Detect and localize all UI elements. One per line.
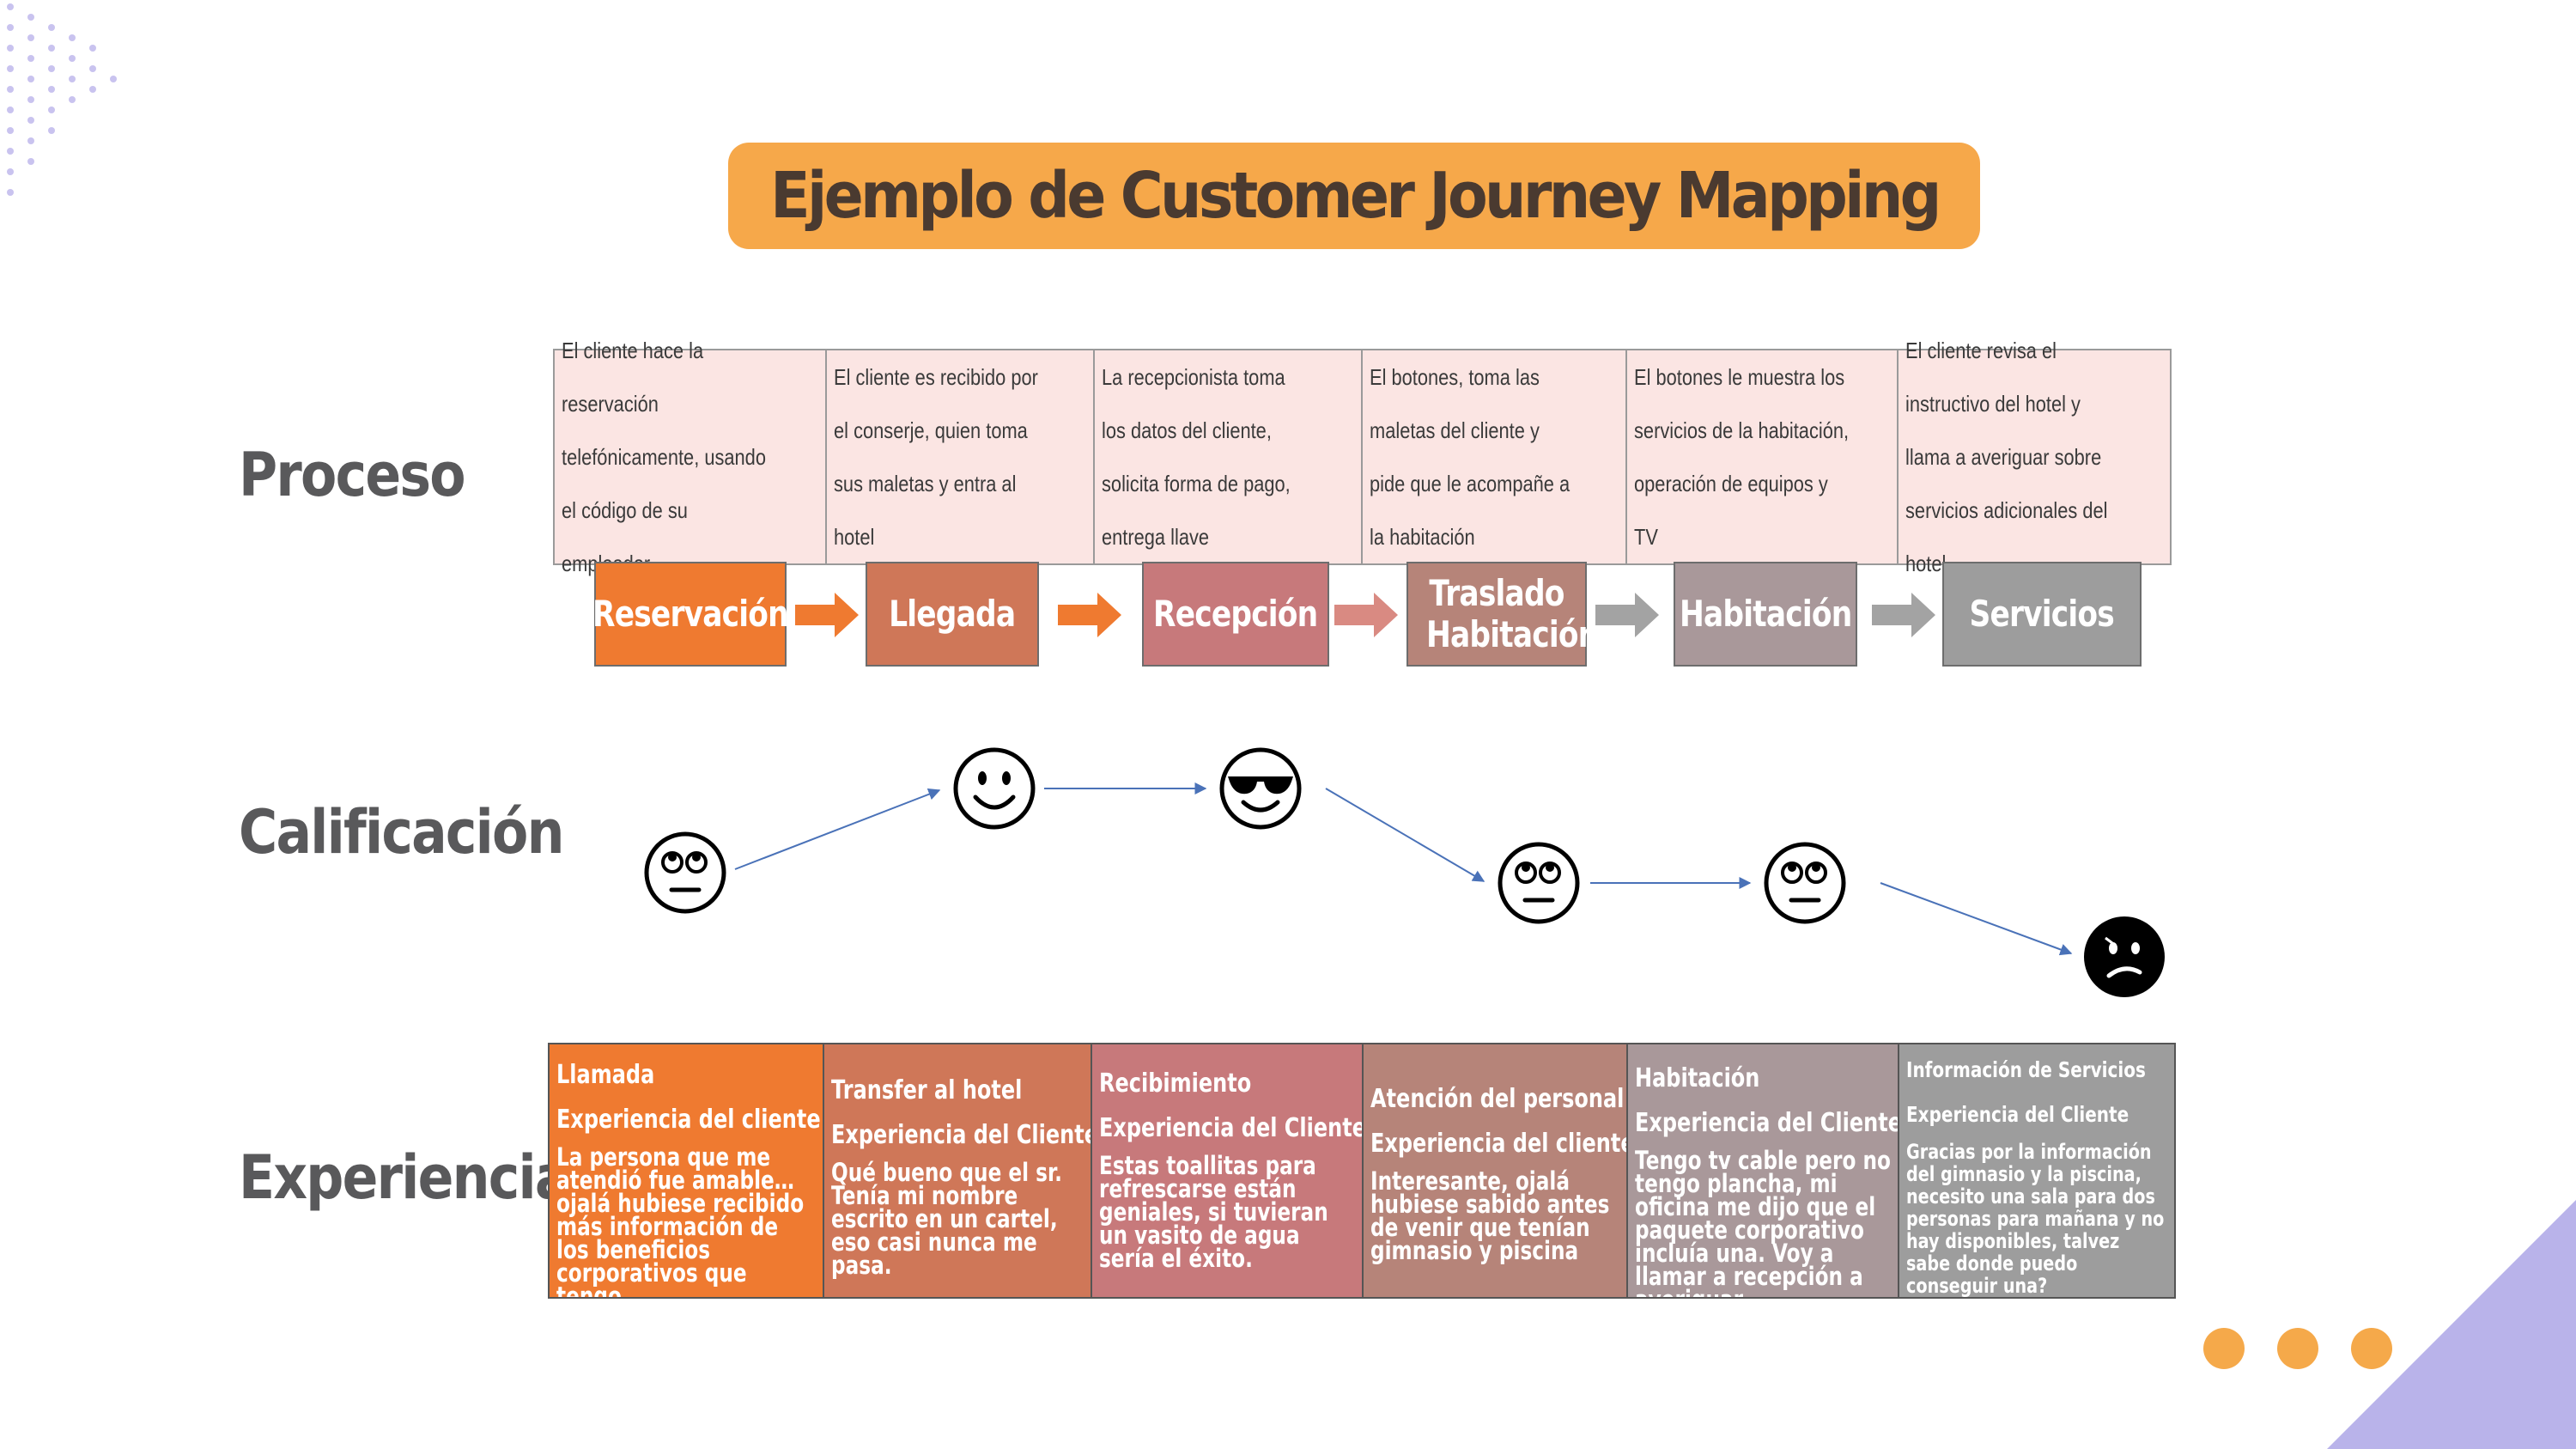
process-description-4: El botones, toma las maletas del cliente…: [1361, 349, 1627, 565]
rating-connector: [1325, 788, 1485, 882]
experience-quote: La persona que me atendió fue amable…oja…: [556, 1142, 805, 1299]
right-arrow-icon: [1334, 593, 1398, 637]
stage-servicios: Servicios: [1942, 562, 2142, 667]
right-arrow-icon: [1872, 593, 1935, 637]
stage-traslado-habitacion: Traslado Habitación: [1406, 562, 1599, 667]
eye-roll-face-icon: [1498, 842, 1580, 924]
experience-heading: Habitación: [1635, 1063, 1760, 1093]
experience-quote: Gracias por la información del gimnasio …: [1906, 1140, 2165, 1298]
stage-habitacion: Habitación: [1674, 562, 1857, 667]
row-label-proceso: Proceso: [239, 440, 466, 510]
experience-heading: Atención del personal: [1370, 1084, 1625, 1114]
row-label-experiencia: Experiencia: [239, 1142, 570, 1213]
experience-quote: Tengo tv cable pero no tengo plancha, mi…: [1635, 1146, 1891, 1298]
frowning-face-icon: [2084, 916, 2165, 997]
experience-subheading: Experiencia del Cliente: [1906, 1102, 2129, 1127]
stage-reservacion: Reservación: [592, 562, 789, 667]
experience-quote: Qué bueno que el sr. Tenía mi nombre esc…: [831, 1158, 1062, 1280]
sunglasses-face-icon: [1219, 747, 1302, 830]
experience-quote: Interesante, ojalá hubiese sabido antes …: [1370, 1166, 1610, 1265]
page-title: Ejemplo de Customer Journey Mapping: [769, 159, 1941, 233]
experience-box-5: Habitación Experiencia del Cliente Tengo…: [1626, 1043, 1899, 1299]
experience-heading: Recibimiento: [1099, 1068, 1252, 1099]
rating-connector: [734, 788, 941, 870]
right-arrow-icon: [1595, 593, 1659, 637]
title-banner: Ejemplo de Customer Journey Mapping: [728, 143, 1980, 249]
experience-box-1: Llamada Experiencia del cliente La perso…: [548, 1043, 824, 1299]
decorative-corner-triangle: [2327, 1200, 2576, 1449]
experience-box-4: Atención del personal Experiencia del cl…: [1362, 1043, 1628, 1299]
experience-box-6: Información de Servicios Experiencia del…: [1898, 1043, 2176, 1299]
rating-connector: [1880, 882, 2073, 956]
right-arrow-icon: [795, 593, 859, 637]
experience-subheading: Experiencia del Cliente: [1635, 1108, 1899, 1138]
process-description-1: El cliente hace la reservación telefónic…: [553, 338, 827, 576]
decorative-dot: [2277, 1328, 2318, 1369]
right-arrow-icon: [1058, 593, 1121, 637]
stage-llegada: Llegada: [866, 562, 1039, 667]
experience-subheading: Experiencia del cliente: [556, 1105, 821, 1135]
experience-heading: Información de Servicios: [1906, 1057, 2146, 1082]
smiling-face-icon: [953, 747, 1036, 830]
experience-box-3: Recibimiento Experiencia del Cliente Est…: [1091, 1043, 1364, 1299]
experience-heading: Transfer al hotel: [831, 1075, 1023, 1105]
experience-heading: Llamada: [556, 1060, 655, 1090]
decorative-dot-pattern: [7, 3, 117, 196]
row-label-calificacion: Calificación: [239, 797, 564, 868]
experience-subheading: Experiencia del Cliente: [831, 1120, 1092, 1150]
experience-quote: Estas toallitas para refrescarse están g…: [1099, 1151, 1328, 1273]
process-description-6: El cliente revisa el instructivo del hot…: [1897, 338, 2172, 576]
process-description-5: El botones le muestra los servicios de l…: [1625, 349, 1899, 565]
process-description-2: El cliente es recibido por el conserje, …: [825, 349, 1095, 565]
experience-box-2: Transfer al hotel Experiencia del Client…: [823, 1043, 1092, 1299]
eye-roll-face-icon: [1764, 842, 1846, 924]
decorative-dot: [2203, 1328, 2245, 1369]
experience-subheading: Experiencia del cliente: [1370, 1129, 1628, 1159]
process-description-3: La recepcionista toma los datos del clie…: [1093, 349, 1363, 565]
decorative-dot: [2351, 1328, 2392, 1369]
eye-roll-face-icon: [644, 831, 726, 914]
experience-subheading: Experiencia del Cliente: [1099, 1113, 1364, 1143]
stage-recepcion: Recepción: [1142, 562, 1329, 667]
